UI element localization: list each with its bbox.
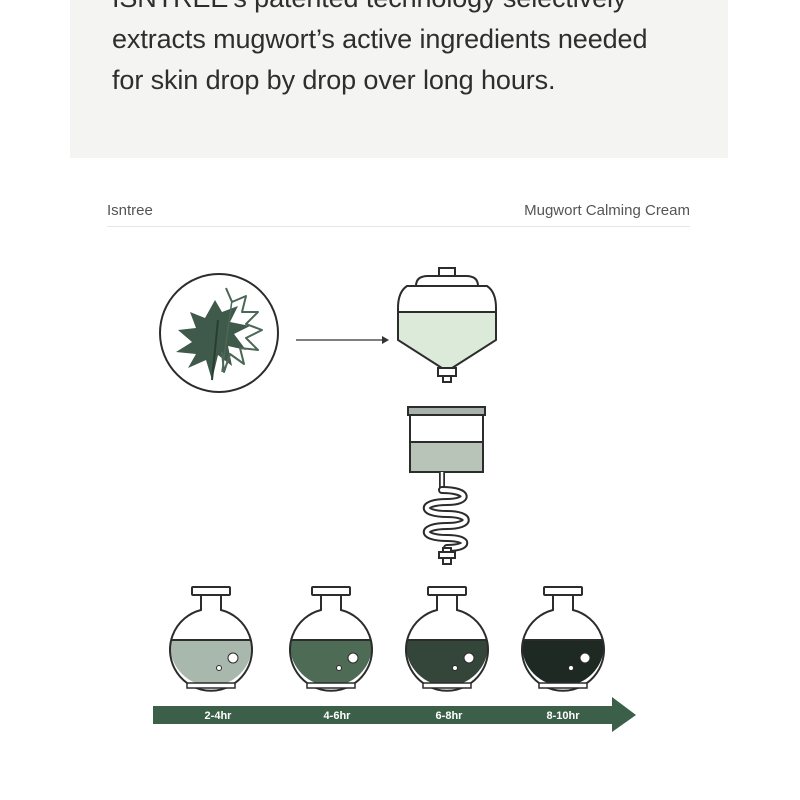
intro-line-1: ISNTREE's patented technology selectivel…	[112, 0, 712, 19]
flask-3	[405, 586, 489, 692]
stage-label-1: 2-4hr	[205, 710, 233, 722]
mugwort-leaf-icon	[159, 273, 279, 393]
flask-4	[521, 586, 605, 692]
flask-row	[169, 586, 605, 692]
stage-label-2: 4-6hr	[324, 710, 352, 722]
intro-panel: ISNTREE's patented technology selectivel…	[70, 0, 728, 158]
product-meta-row: Isntree Mugwort Calming Cream	[107, 200, 690, 227]
coil-condenser-icon	[407, 406, 486, 565]
product-name: Mugwort Calming Cream	[524, 202, 690, 219]
intro-line-2: extracts mugwort’s active ingredients ne…	[112, 24, 648, 54]
extraction-tank-icon	[397, 267, 497, 383]
brand-name: Isntree	[107, 202, 153, 219]
timeline-labels: 2-4hr 4-6hr 6-8hr 8-10hr	[205, 710, 581, 722]
flow-arrow	[296, 336, 389, 344]
intro-text: ISNTREE's patented technology selectivel…	[112, 0, 712, 101]
stage-label-3: 6-8hr	[436, 710, 464, 722]
flask-1	[169, 586, 253, 692]
flask-2	[289, 586, 373, 692]
stage-label-4: 8-10hr	[546, 710, 580, 722]
timeline-arrow-icon	[153, 697, 636, 732]
intro-line-3: for skin drop by drop over long hours.	[112, 65, 556, 95]
